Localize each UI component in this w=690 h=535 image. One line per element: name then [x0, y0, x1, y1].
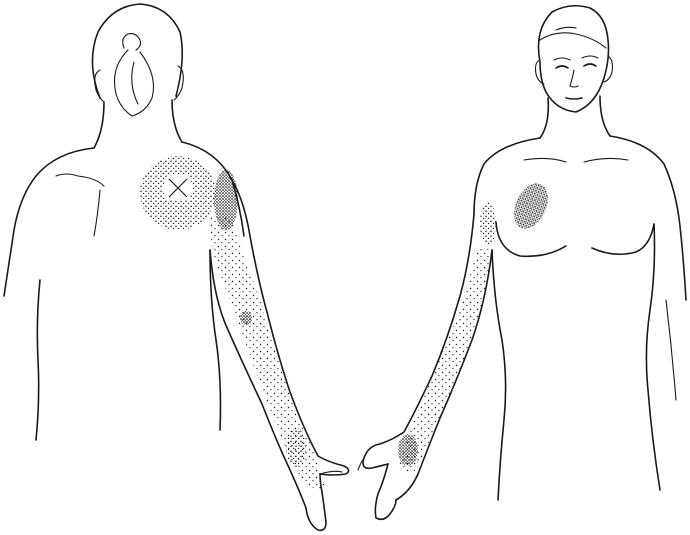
palm-pain-zone: [398, 434, 418, 466]
back-torso-left: [4, 148, 94, 296]
front-hair: [540, 33, 606, 48]
clavicle-right: [584, 158, 628, 162]
back-left-arm-curve: [94, 190, 100, 236]
front-hand: [375, 464, 396, 519]
front-right-arm-inner: [666, 300, 676, 400]
front-view: [358, 6, 686, 520]
front-neck-left: [540, 98, 548, 138]
hair-strand: [132, 62, 138, 104]
chest-pain-zone: [507, 178, 554, 234]
front-hair-part: [556, 27, 576, 30]
back-view: [4, 4, 349, 530]
nose: [570, 70, 578, 87]
x-mark-icon: [163, 175, 193, 201]
mouth: [566, 98, 582, 99]
back-left-arm-edge: [56, 174, 104, 186]
forearm-pain-spot: [286, 428, 306, 468]
front-torso-right: [646, 224, 660, 490]
back-arm-inner: [210, 250, 306, 508]
arm-pain-zone: [210, 215, 326, 489]
breast-right: [592, 224, 654, 254]
eyebrow-right: [582, 56, 598, 58]
eye-right: [584, 64, 596, 66]
front-shoulder-right: [610, 136, 686, 300]
eyebrow-left: [554, 58, 570, 60]
back-neck-right: [172, 100, 182, 142]
back-waist-left: [36, 280, 40, 440]
back-pain-zones: [140, 156, 326, 489]
eye-left: [556, 66, 568, 68]
back-waist-right: [210, 250, 221, 430]
front-neck-right: [600, 96, 610, 136]
elbow-pain-spot: [240, 311, 252, 325]
front-torso-left: [492, 250, 506, 500]
back-neck-left: [94, 102, 104, 148]
front-head-outline: [539, 6, 609, 112]
clavicle-left: [524, 158, 566, 162]
back-head-outline: [92, 4, 182, 98]
ponytail: [115, 50, 154, 116]
back-thumb: [320, 471, 342, 474]
front-shoulder-pain-zone: [480, 202, 496, 246]
hair-bun: [123, 34, 141, 50]
